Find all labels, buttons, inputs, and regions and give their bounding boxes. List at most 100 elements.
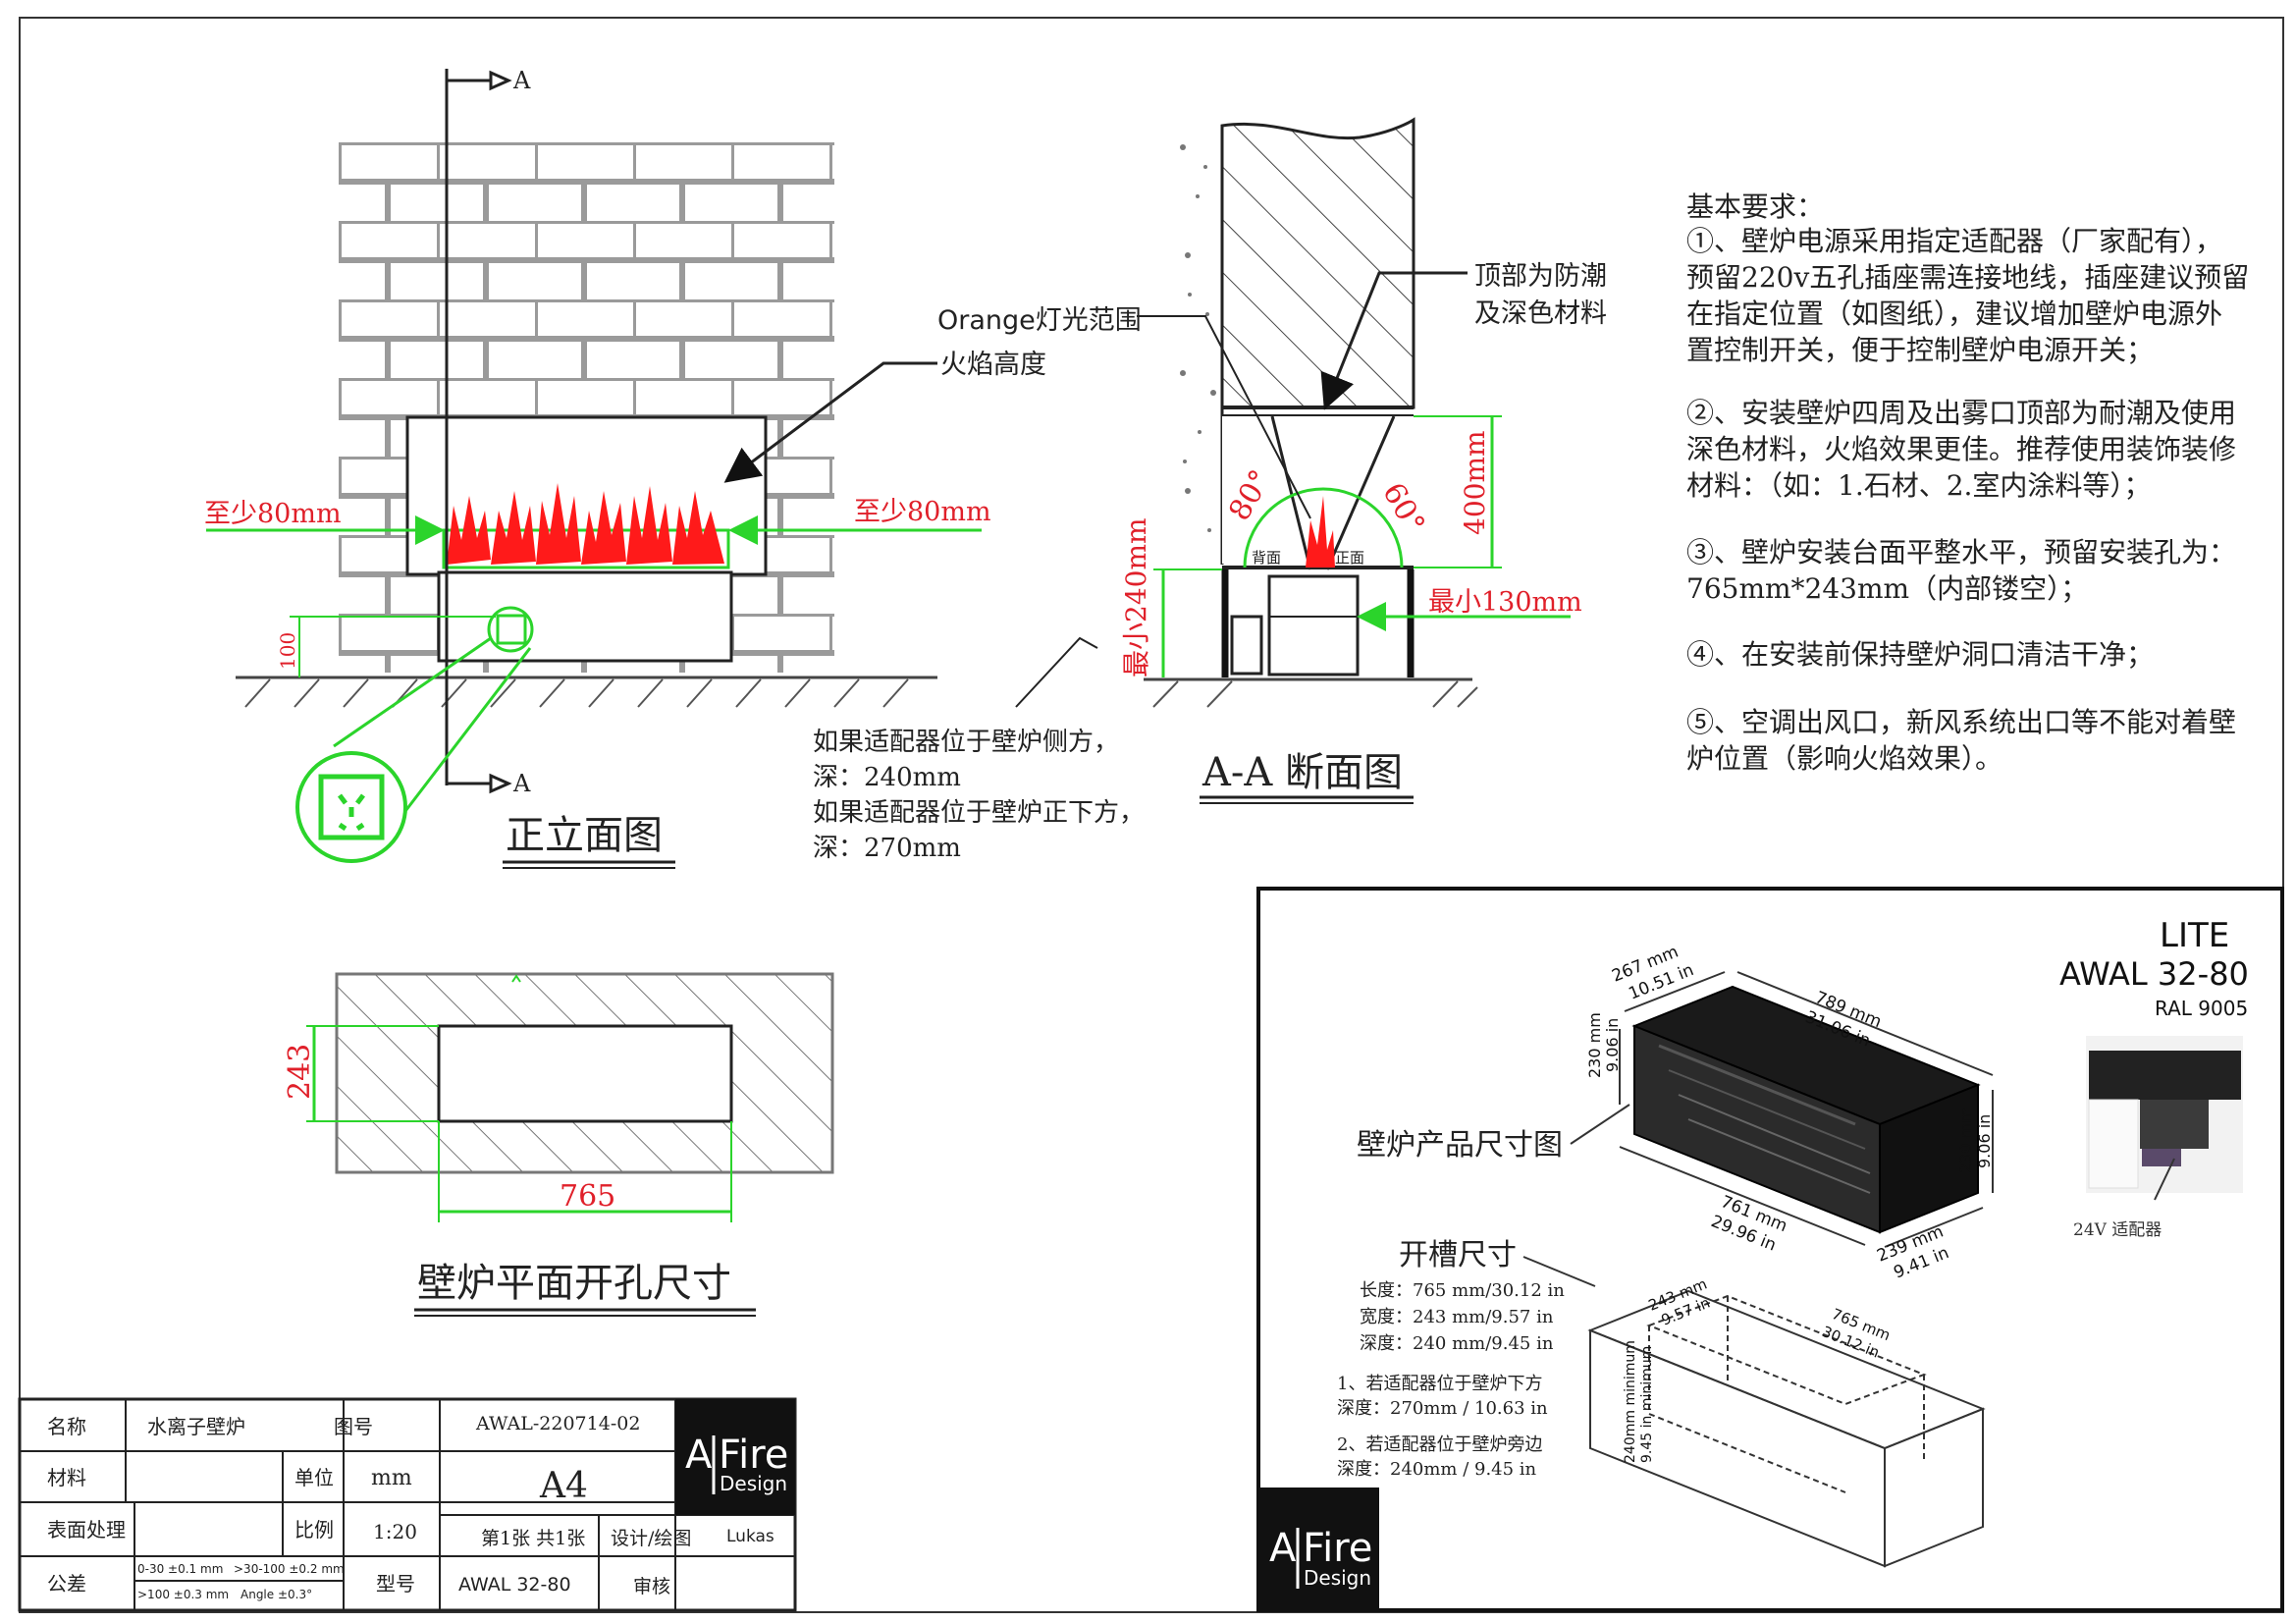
slot-title: 开槽尺寸 xyxy=(1399,1238,1517,1272)
adapter-label: 24V 适配器 xyxy=(2073,1220,2162,1240)
requirements-text: 基本要求： ①、壁炉电源采用指定适配器（厂家配有）， 预留220v五孔插座需连接… xyxy=(1686,190,2249,775)
concrete-texture xyxy=(1180,144,1216,532)
tb-tol-3: >100 ±0.3 mm xyxy=(137,1588,229,1601)
tb-tolerance-label: 公差 xyxy=(47,1572,86,1596)
slot-240-mm: 240mm minimum xyxy=(1623,1340,1638,1463)
product-model: AWAL 32-80 xyxy=(2059,955,2249,993)
tb-finish-label: 表面处理 xyxy=(47,1518,126,1542)
tb-tol-4: Angle ±0.3° xyxy=(240,1588,312,1601)
slot-line-3: 深度：240 mm/9.45 in xyxy=(1360,1333,1554,1354)
req-line-2: 预留220v五孔插座需连接地线，插座建议预留 xyxy=(1686,261,2249,294)
logo-fire: Fire xyxy=(1303,1526,1372,1571)
socket-callout-circle xyxy=(487,606,534,653)
tb-model-value: AWAL 32-80 xyxy=(458,1574,571,1596)
top-note-2: 及深色材料 xyxy=(1474,298,1607,329)
req-line-3: 在指定位置（如图纸），建议增加壁炉电源外 xyxy=(1686,298,2222,330)
tb-drawing-no: AWAL-220714-02 xyxy=(475,1413,640,1434)
height-400-label: 400mm xyxy=(1459,430,1491,535)
plan-height-label: 243 xyxy=(283,1044,317,1100)
tb-tol-1: 0-30 ±0.1 mm xyxy=(137,1562,223,1576)
tb-logo-a: A xyxy=(685,1433,713,1478)
tb-unit-value: mm xyxy=(371,1466,412,1490)
gap-min-label: 最小130mm xyxy=(1428,587,1582,618)
product-side xyxy=(1879,1083,1979,1234)
section-title: A-A 断面图 xyxy=(1201,750,1403,795)
flame-height-label: 火焰高度 xyxy=(940,350,1046,380)
logo-title-block xyxy=(675,1399,795,1515)
socket-icon xyxy=(338,793,365,832)
tb-name-value: 水离子壁炉 xyxy=(147,1415,245,1438)
title-block xyxy=(18,1397,797,1612)
req-line-4: 置控制开关，便于控制壁炉电源开关； xyxy=(1686,334,2154,366)
tb-tol-2: >30-100 ±0.2 mm xyxy=(234,1562,345,1576)
plan-view: 243 765 壁炉平面开孔尺寸 xyxy=(283,972,834,1317)
tb-logo-design: Design xyxy=(720,1472,787,1495)
logo-a: A xyxy=(1269,1526,1297,1571)
plan-cutout xyxy=(437,1024,733,1123)
section-view: 80° 60° 背面 正面 400mm 最小240mm 最小130mm 顶部为防… xyxy=(1120,117,1607,804)
drawing-frame xyxy=(19,17,2284,1613)
dim-230b-mm: 230 mm xyxy=(1956,1108,1975,1173)
req-line-15: ⑤、空调出风口，新风系统出口等不能对着壁 xyxy=(1686,706,2236,738)
product-panel: LITE AWAL 32-80 RAL 9005 24V 适配器 267 mm … xyxy=(1256,887,2284,1612)
tb-review-label: 审核 xyxy=(633,1576,670,1597)
req-line-6: ②、安装壁炉四周及出雾口顶部为耐潮及使用 xyxy=(1686,397,2236,429)
back-label: 背面 xyxy=(1252,549,1281,567)
flame-graphic xyxy=(447,483,724,565)
section-unit xyxy=(1267,574,1360,676)
socket-height-label: 100 xyxy=(276,632,299,670)
title-block-text: 名称 水离子壁炉 图号 AWAL-220714-02 材料 单位 mm A4 表… xyxy=(47,1399,795,1601)
tb-designer: Lukas xyxy=(726,1527,774,1546)
slot-note-2: 深度：270mm / 10.63 in xyxy=(1337,1398,1548,1419)
req-line-10: ③、壁炉安装台面平整水平，预留安装孔为： xyxy=(1686,536,2236,568)
section-flame xyxy=(1306,496,1335,568)
section-marker-top: A xyxy=(512,67,531,94)
wall-left xyxy=(1173,126,1222,568)
tb-paper-size: A4 xyxy=(539,1466,588,1506)
tb-designer-label: 设计/绘图 xyxy=(611,1528,691,1549)
adapter-note-3: 如果适配器位于壁炉正下方， xyxy=(813,798,1145,828)
dim-230a-in: 9.06 in xyxy=(1603,1018,1622,1072)
slot-note-3: 2、若适配器位于壁炉旁边 xyxy=(1337,1434,1542,1455)
tb-material-label: 材料 xyxy=(47,1466,86,1489)
adapter-note-1: 如果适配器位于壁炉侧方， xyxy=(813,728,1119,757)
adapter-note-2: 深：240mm xyxy=(813,763,961,792)
tb-scale-value: 1:20 xyxy=(373,1520,417,1543)
top-note-1: 顶部为防潮 xyxy=(1474,261,1607,292)
tb-sheet: 第1张 共1张 xyxy=(481,1528,585,1549)
req-line-16: 炉位置（影响火焰效果）。 xyxy=(1686,742,2002,775)
left-gap-label: 至少80mm xyxy=(204,499,342,529)
section-marker-bottom: A xyxy=(512,770,531,797)
slot-note-4: 深度：240mm / 9.45 in xyxy=(1337,1459,1537,1480)
plan-title: 壁炉平面开孔尺寸 xyxy=(417,1261,731,1306)
slot-line-2: 宽度：243 mm/9.57 in xyxy=(1360,1307,1554,1327)
plan-width-label: 765 xyxy=(560,1179,615,1214)
req-line-1: ①、壁炉电源采用指定适配器（厂家配有）， xyxy=(1686,225,2222,257)
burner-outline xyxy=(442,528,730,569)
tb-name-label: 名称 xyxy=(47,1415,86,1438)
req-line-13: ④、在安装前保持壁炉洞口清洁干净； xyxy=(1686,638,2154,671)
tb-drawing-no-label: 图号 xyxy=(334,1415,373,1438)
tb-scale-label: 比例 xyxy=(294,1518,334,1542)
elevation-title: 正立面图 xyxy=(506,813,663,858)
front-label: 正面 xyxy=(1335,549,1364,567)
req-line-11: 765mm*243mm（内部镂空）； xyxy=(1686,572,2088,605)
slot-240-in: 9.45 in minimum xyxy=(1639,1346,1655,1463)
socket-small xyxy=(496,614,527,645)
tb-unit-label: 单位 xyxy=(294,1466,334,1489)
ground-hatch xyxy=(244,678,909,708)
right-gap-label: 至少80mm xyxy=(854,497,991,527)
slot-box xyxy=(1587,1289,1986,1568)
logo-design: Design xyxy=(1304,1566,1371,1590)
product-ral: RAL 9005 xyxy=(2155,997,2248,1020)
req-line-7: 深色材料，火焰效果更佳。推荐使用装饰装修 xyxy=(1686,433,2236,465)
elevation-view: A A 至少80mm 至少80mm Orange灯光范围 火焰高度 100 如果… xyxy=(204,67,1145,869)
light-range-label: Orange灯光范围 xyxy=(937,305,1142,336)
requirements-title: 基本要求： xyxy=(1686,190,1824,223)
socket-detail xyxy=(318,774,385,840)
slot-note-1: 1、若适配器位于壁炉下方 xyxy=(1337,1374,1542,1394)
tb-model-label: 型号 xyxy=(376,1572,415,1596)
adapter-note-4: 深：270mm xyxy=(813,834,961,863)
dim-230a-mm: 230 mm xyxy=(1585,1012,1604,1078)
